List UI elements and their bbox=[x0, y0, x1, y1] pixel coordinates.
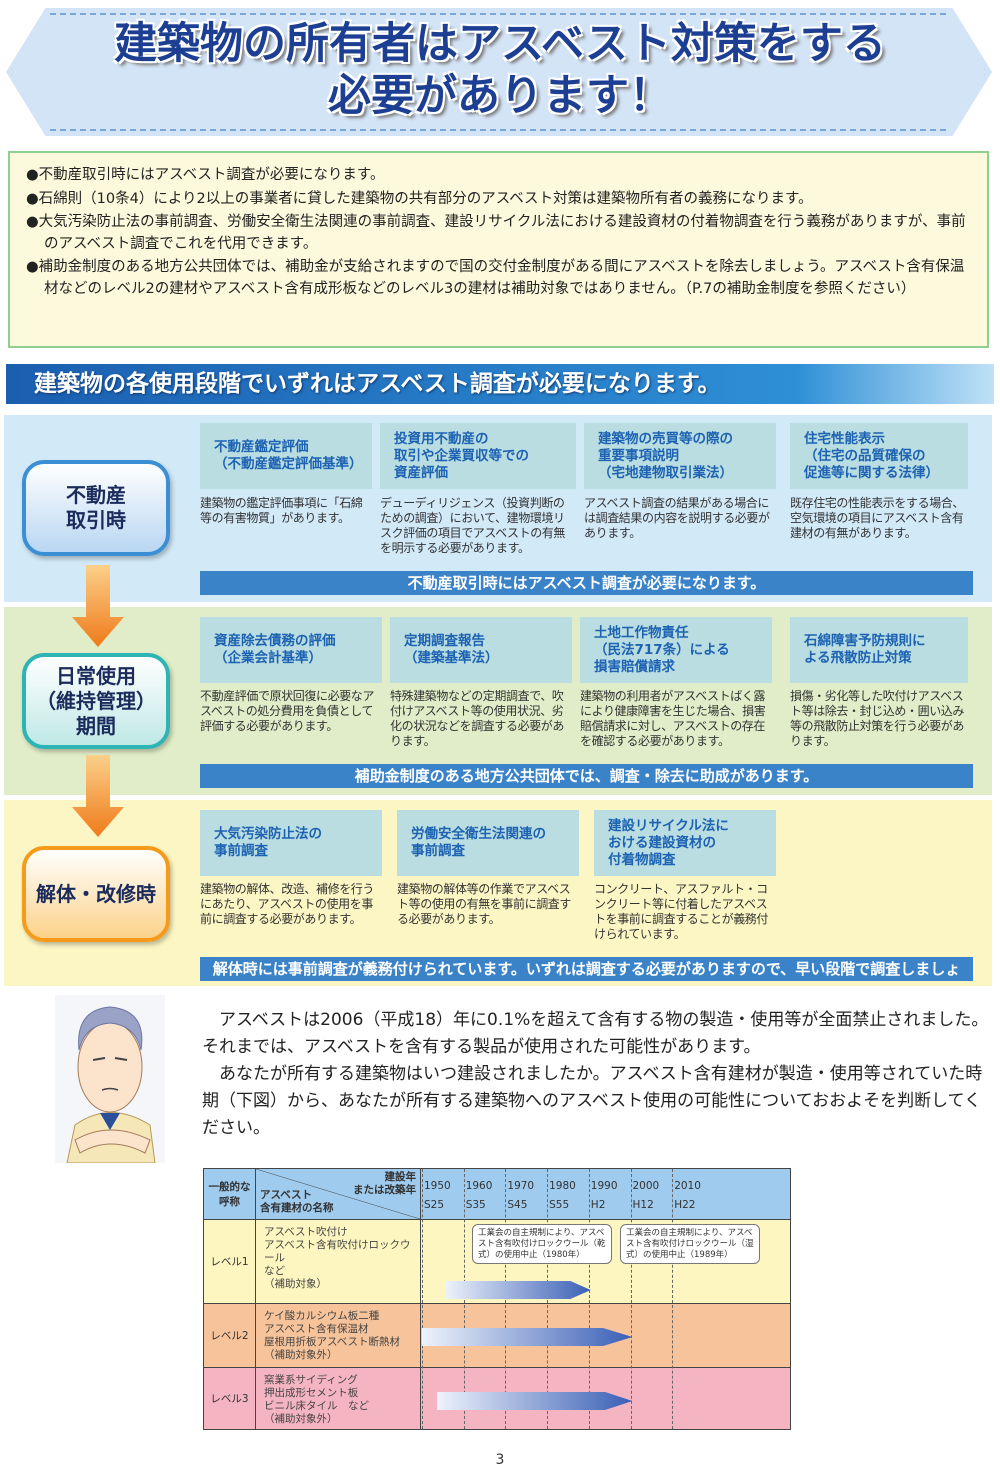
year-japanese-era: H2 bbox=[590, 1199, 606, 1211]
regulation-description: 不動産評価で原状回復に必要なアスベストの処分費用を負債として評価する必要がありま… bbox=[200, 689, 375, 733]
regulation-card: 不動産鑑定評価 （不動産鑑定評価基準） bbox=[200, 423, 372, 489]
regulation-card: 住宅性能表示 （住宅の品質確保の 促進等に関する法律） bbox=[790, 423, 968, 489]
year-japanese-era: H22 bbox=[674, 1199, 696, 1211]
arrow-icon bbox=[72, 565, 124, 647]
usage-period-arrow bbox=[436, 1392, 633, 1410]
stage-label: 解体・改修時 bbox=[22, 846, 170, 942]
level-label: レベル1 bbox=[204, 1220, 256, 1303]
year-western: 1980 bbox=[549, 1180, 576, 1192]
year-western: 1970 bbox=[507, 1180, 535, 1192]
header-diagonal-cell: 建設年 または改築年 アスベスト 含有建材の名称 bbox=[256, 1169, 421, 1219]
stage-label: 不動産 取引時 bbox=[22, 460, 170, 556]
year-japanese-era: S55 bbox=[549, 1199, 570, 1211]
year-western: 1960 bbox=[465, 1180, 493, 1192]
header-common-name: 一般的な 呼称 bbox=[204, 1169, 256, 1219]
regulation-description: 建築物の利用者がアスベストばく露により健康障害を生じた場合、損害賠償請求に対し、… bbox=[580, 689, 766, 748]
regulation-card: 建築物の売買等の際の 重要事項説明 （宅地建物取引業法） bbox=[584, 423, 776, 489]
worried-man-illustration bbox=[55, 995, 165, 1163]
year-japanese-era: H12 bbox=[632, 1199, 654, 1211]
level-label: レベル3 bbox=[204, 1368, 256, 1429]
regulation-card: 土地工作物責任 （民法717条）による 損害賠償請求 bbox=[580, 617, 772, 683]
regulation-card: 投資用不動産の 取引や企業買収等での 資産評価 bbox=[380, 423, 576, 489]
info-item: ●不動産取引時にはアスベスト調査が必要になります。 bbox=[26, 167, 385, 183]
year-gridline bbox=[630, 1169, 632, 1429]
paragraph-1: アスベストは2006（平成18）年に0.1%を超えて含有する物の製造・使用等が全… bbox=[202, 1010, 989, 1057]
info-item: ●大気汚染防止法の事前調査、労働安全衛生法関連の事前調査、建設リサイクル法におけ… bbox=[26, 214, 966, 252]
year-western: 2000 bbox=[632, 1180, 660, 1192]
regulation-card: 資産除去債務の評価 （企業会計基準） bbox=[200, 617, 382, 683]
page-title: 建築物の所有者はアスベスト対策をする必要があります！ bbox=[0, 18, 1000, 122]
regulation-description: 特殊建築物などの定期調査で、吹付けアスベスト等の使用状況、劣化の状況などを調査す… bbox=[390, 689, 565, 748]
title-line-2: 必要があります！ bbox=[328, 71, 672, 121]
regulation-card: 大気汚染防止法の 事前調査 bbox=[200, 810, 382, 876]
table-header-row: 一般的な 呼称 建設年 または改築年 アスベスト 含有建材の名称 bbox=[204, 1169, 790, 1219]
regulation-description: デューディリジェンス（投資判断のための調査）において、建物環境リスク評価の項目で… bbox=[380, 496, 566, 555]
year-western: 1950 bbox=[424, 1180, 451, 1192]
info-item: ●石綿則（10条4）により2以上の事業者に貸した建築物の共有部分のアスベスト対策… bbox=[26, 190, 813, 207]
year-western: 1990 bbox=[590, 1180, 618, 1192]
regulation-card: 定期調査報告 （建築基準法） bbox=[390, 617, 572, 683]
page-number: 3 bbox=[495, 1452, 505, 1468]
header-material-name: アスベスト 含有建材の名称 bbox=[260, 1189, 334, 1214]
regulation-description: 建築物の解体、改造、補修を行うにあたり、アスベストの使用を事前に調査する必要があ… bbox=[200, 882, 375, 926]
year-gridline bbox=[505, 1169, 507, 1429]
stage-summary-bar: 解体時には事前調査が義務付けられています。いずれは調査する必要がありますので、早… bbox=[200, 957, 973, 1002]
year-japanese-era: S45 bbox=[507, 1199, 528, 1211]
regulation-card: 石綿障害予防規則に よる飛散防止対策 bbox=[790, 617, 968, 683]
year-gridline bbox=[422, 1169, 423, 1429]
regulation-description: 損傷・劣化等した吹付けアスベスト等は除去・封じ込め・囲い込み等の飛散防止対策を行… bbox=[790, 689, 965, 748]
info-box: ●不動産取引時にはアスベスト調査が必要になります。 ●石綿則（10条4）により2… bbox=[8, 151, 989, 348]
stage-summary-bar: 補助金制度のある地方公共団体では、調査・除去に助成があります。 bbox=[200, 764, 973, 788]
regulation-card: 労働安全衛生法関連の 事前調査 bbox=[397, 810, 579, 876]
callout-note: 工業会の自主規制により、アスベスト含有吹付けロックウール（乾式）の使用中止（19… bbox=[472, 1224, 612, 1264]
explanation-paragraph: アスベストは2006（平成18）年に0.1%を超えて含有する物の製造・使用等が全… bbox=[202, 1007, 997, 1142]
arrow-icon bbox=[72, 755, 124, 837]
year-gridline bbox=[672, 1169, 674, 1429]
header-construction-year: 建設年 または改築年 bbox=[353, 1171, 416, 1196]
regulation-card: 建設リサイクル法に おける建設資材の 付着物調査 bbox=[594, 810, 776, 876]
material-names: ケイ酸カルシウム板二種 アスベスト含有保温材 屋根用折板アスベスト断熱材 （補助… bbox=[256, 1304, 421, 1367]
year-japanese-era: S35 bbox=[465, 1199, 486, 1211]
year-gridline bbox=[588, 1169, 590, 1429]
regulation-description: アスベスト調査の結果がある場合には調査結果の内容を説明する必要があります。 bbox=[584, 496, 770, 540]
stage-summary-bar: 不動産取引時にはアスベスト調査が必要になります。 bbox=[200, 571, 973, 595]
stage-label: 日常使用 （維持管理） 期間 bbox=[22, 653, 170, 749]
regulation-description: 建築物の鑑定評価事項に「石綿等の有害物質」があります。 bbox=[200, 496, 363, 525]
regulation-description: 既存住宅の性能表示をする場合、空気環境の項目にアスベスト含有建材の有無があります… bbox=[790, 496, 965, 540]
title-line-1: 建築物の所有者はアスベスト対策をする bbox=[114, 19, 886, 69]
level-label: レベル2 bbox=[204, 1304, 256, 1367]
usage-period-arrow bbox=[422, 1328, 633, 1346]
usage-period-arrow bbox=[444, 1281, 591, 1299]
material-names: 窯業系サイディング 押出成形セメント板 ビニル床タイル など （補助対象外） bbox=[256, 1368, 421, 1429]
callout-note: 工業会の自主規制により、アスベスト含有吹付けロックウール（湿式）の使用中止（19… bbox=[620, 1224, 760, 1264]
year-gridline bbox=[463, 1169, 465, 1429]
section-banner: 建築物の各使用段階でいずれはアスベスト調査が必要になります。 bbox=[6, 364, 994, 404]
material-names: アスベスト吹付け アスベスト含有吹付けロックウール など （補助対象） bbox=[256, 1220, 421, 1303]
year-western: 2010 bbox=[674, 1180, 701, 1192]
header-dashed-border bbox=[10, 13, 986, 131]
info-item: ●補助金制度のある地方公共団体では、補助金が支給されますので国の交付金制度がある… bbox=[26, 259, 965, 297]
header-banner bbox=[6, 8, 992, 136]
regulation-description: 建築物の解体等の作業でアスベスト等の使用の有無を事前に調査する必要があります。 bbox=[397, 882, 572, 926]
regulation-description: コンクリート、アスファルト・コンクリート等に付着したアスベストを事前に調査するこ… bbox=[594, 882, 769, 941]
year-gridline bbox=[547, 1169, 549, 1429]
paragraph-2: あなたが所有する建築物はいつ建設されましたか。アスベスト含有建材が製造・使用等さ… bbox=[202, 1064, 983, 1138]
year-japanese-era: S25 bbox=[424, 1199, 445, 1211]
